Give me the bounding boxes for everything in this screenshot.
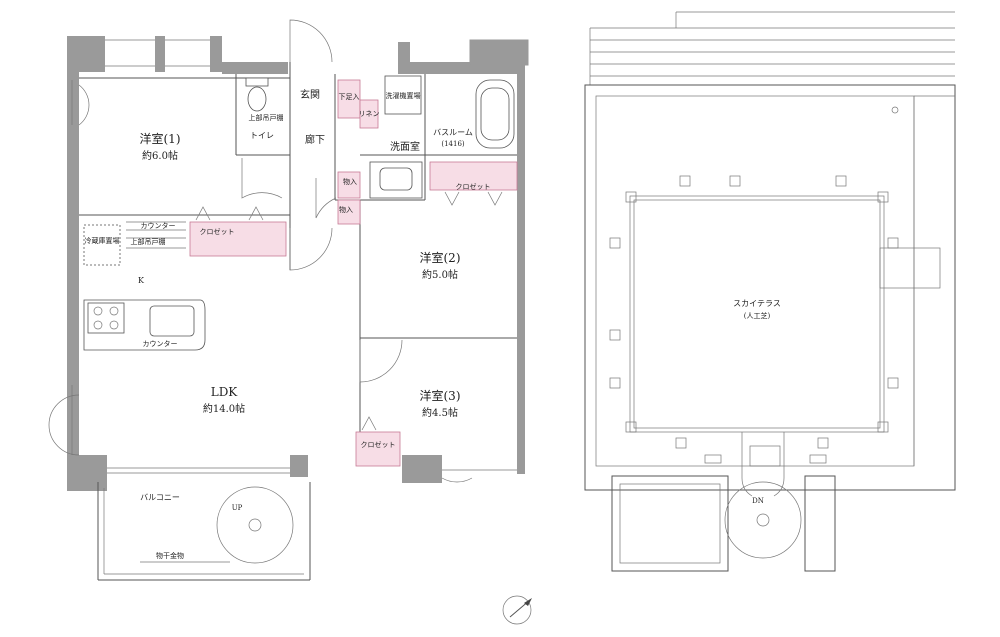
bath-size-label: (1416) xyxy=(441,140,465,148)
room-western1-area: 約6.0帖 xyxy=(142,149,178,162)
washroom-label: 洗面室 xyxy=(390,140,420,153)
shoe-box xyxy=(337,79,361,119)
main-floor-plan xyxy=(48,19,529,581)
sky-terrace-area xyxy=(629,195,885,433)
room-ldk-name: LDK xyxy=(211,385,239,399)
room-western2-name: 洋室(2) xyxy=(420,250,461,265)
spiral-stair-down xyxy=(724,481,802,559)
entrance-label: 玄関 xyxy=(300,88,320,101)
wall-sw-corner xyxy=(67,455,107,491)
storage-label-1: 物入 xyxy=(343,177,357,186)
room-ldk-area: 約14.0帖 xyxy=(203,402,245,415)
storage-2 xyxy=(337,199,361,225)
wall-south-pillar xyxy=(290,455,308,477)
upper-cabinet-label: 上部吊戸棚 xyxy=(131,237,166,246)
wall-west xyxy=(67,36,79,491)
up-mark-label: UP xyxy=(232,504,243,512)
compass-icon xyxy=(502,595,532,625)
turf-label: (人工芝) xyxy=(744,311,771,320)
room-western2-area: 約5.0帖 xyxy=(422,268,458,281)
sky-terrace-label: スカイテラス xyxy=(733,299,781,308)
hallway-label: 廊下 xyxy=(305,133,325,146)
spiral-stair-up xyxy=(216,486,294,564)
kitchen-label: K xyxy=(138,276,145,285)
wall-nw-corner xyxy=(67,36,105,72)
wall-north-pillar-2 xyxy=(210,36,222,72)
room-western3-name: 洋室(3) xyxy=(420,388,461,403)
toilet-cabinet-label: 上部吊戸棚 xyxy=(249,113,284,122)
closet-western2 xyxy=(429,161,518,191)
counter-bottom-label: カウンター xyxy=(143,339,178,348)
roof-outline xyxy=(584,84,956,491)
closet-2-label: クロゼット xyxy=(456,182,491,191)
bath-label: バスルーム xyxy=(433,128,473,137)
closet-1-label: クロゼット xyxy=(200,227,235,236)
closet-western1 xyxy=(189,221,287,257)
wall-east xyxy=(517,62,525,474)
linen-label: リネン xyxy=(359,110,380,118)
toilet-label: トイレ xyxy=(250,131,274,140)
washer-label: 洗濯機置場 xyxy=(386,91,421,100)
room-western1-name: 洋室(1) xyxy=(140,131,181,146)
closet-western3 xyxy=(355,431,401,467)
balcony-label: バルコニー xyxy=(140,493,180,502)
linen-closet xyxy=(359,99,379,129)
drying-rack-label: 物干金物 xyxy=(156,551,184,560)
closet-3-label: クロゼット xyxy=(361,440,396,449)
dn-mark-label: DN xyxy=(752,497,764,505)
counter-top-label: カウンター xyxy=(141,221,176,230)
wall-north-pillar-1 xyxy=(155,36,165,72)
wall-south-pillar-2 xyxy=(402,455,442,483)
roof-plan xyxy=(584,11,956,572)
north-ledge xyxy=(469,39,529,66)
room-western3-area: 約4.5帖 xyxy=(422,406,458,419)
fridge-label: 冷蔵庫置場 xyxy=(85,236,120,245)
wall-north-segment xyxy=(222,62,288,74)
storage-label-2: 物入 xyxy=(339,205,353,214)
storage-1 xyxy=(337,171,361,199)
shoe-box-label: 下足入 xyxy=(339,93,360,101)
